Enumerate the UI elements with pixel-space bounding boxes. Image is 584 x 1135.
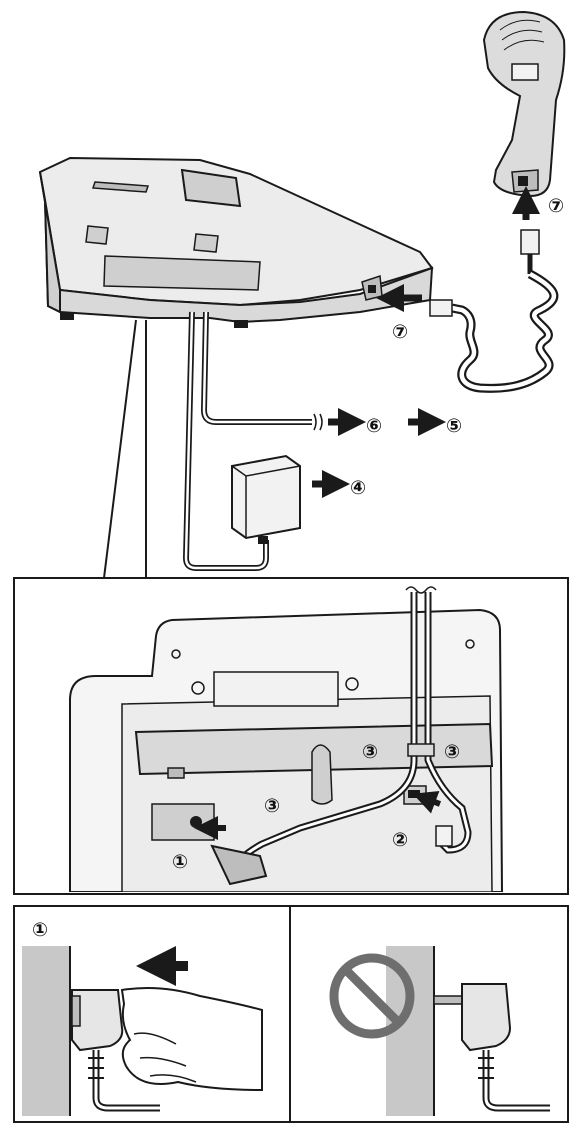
label-phone-line-a: ⑥ — [366, 415, 382, 437]
zoom-panel — [13, 577, 569, 895]
base-unit — [38, 156, 434, 328]
zoom-callout — [103, 319, 147, 579]
label-phone-line-b: ⑤ — [446, 415, 462, 437]
label-line-jack: ② — [392, 829, 408, 851]
label-adaptor: ④ — [350, 477, 366, 499]
label-hook-right: ③ — [444, 741, 460, 763]
label-power-jack: ① — [172, 851, 188, 873]
label-handset-cord-handset: ⑦ — [548, 195, 564, 217]
label-handset-cord-base: ⑦ — [392, 321, 408, 343]
handset-cord — [429, 229, 559, 393]
ac-adaptor — [231, 454, 301, 544]
label-detail-panel: ① — [32, 919, 48, 941]
phone-line-cord — [200, 311, 312, 425]
arrow-icon — [312, 186, 540, 498]
handset — [482, 10, 566, 198]
prohibited-icon — [329, 953, 415, 1039]
incorrect-connection-panel — [289, 905, 569, 1123]
label-hook-left: ③ — [362, 741, 378, 763]
label-hook-center: ③ — [264, 795, 280, 817]
correct-connection-panel — [13, 905, 291, 1123]
